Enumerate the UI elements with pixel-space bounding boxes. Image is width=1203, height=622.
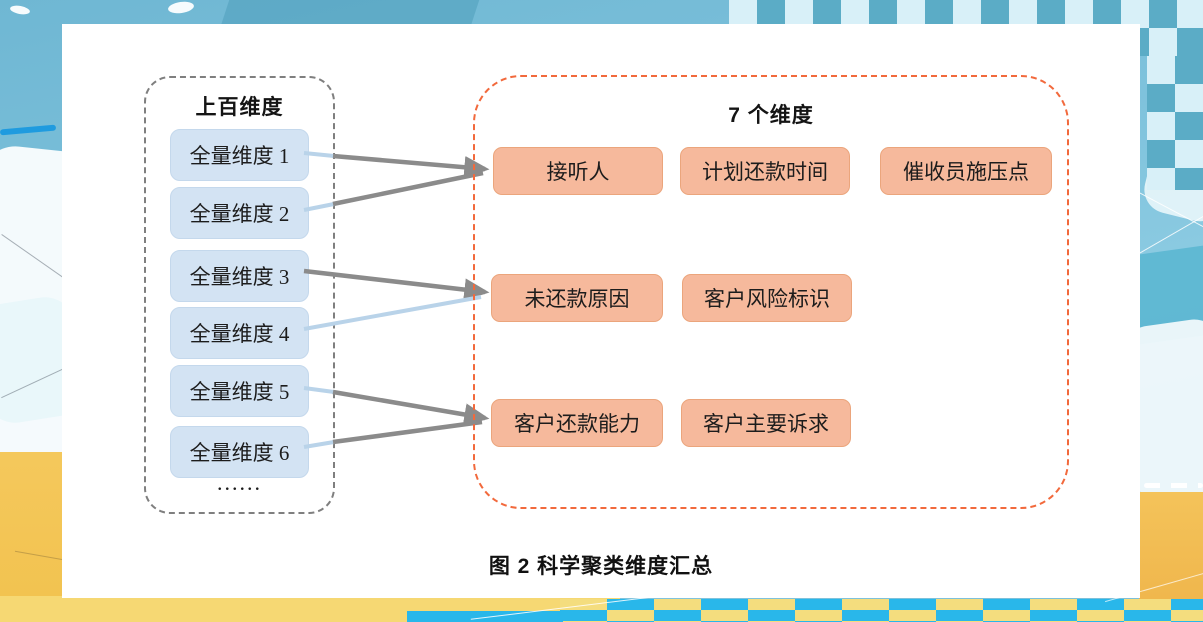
background-blue-dash bbox=[0, 124, 57, 136]
background-blue-bar bbox=[407, 611, 563, 622]
dimension-item-4: 全量维度 4 bbox=[170, 307, 309, 359]
dimension-card-repayment-ability: 客户还款能力 bbox=[491, 399, 663, 447]
right-group-title: 7 个维度 bbox=[728, 104, 814, 127]
figure-caption: 图 2 科学聚类维度汇总 bbox=[488, 555, 714, 578]
left-group-title: 上百维度 bbox=[195, 96, 284, 119]
dimension-item-2: 全量维度 2 bbox=[170, 187, 309, 239]
background-white-dashes bbox=[1144, 483, 1203, 488]
dimension-card-collector-pressure-point: 催收员施压点 bbox=[880, 147, 1052, 195]
dimension-card-customer-risk-flag: 客户风险标识 bbox=[682, 274, 852, 322]
connector-line-2 bbox=[332, 170, 484, 207]
background-yellow-patch bbox=[1139, 492, 1203, 622]
checkerboard-right-strip bbox=[1147, 56, 1203, 190]
checkerboard-bottom-strip bbox=[560, 599, 1203, 622]
right-dimension-group: 7 个维度 接听人 计划还款时间 催收员施压点 未还款原因 客户风险标识 客户还… bbox=[473, 75, 1069, 509]
connector-line-6 bbox=[332, 419, 483, 445]
more-dimensions-ellipsis: ...... bbox=[217, 470, 262, 495]
dimension-item-1: 全量维度 1 bbox=[170, 129, 309, 181]
background-white-stroke bbox=[1139, 119, 1203, 227]
dimension-item-3: 全量维度 3 bbox=[170, 250, 309, 302]
dimension-card-answerer: 接听人 bbox=[493, 147, 663, 195]
connector-line-5 bbox=[332, 389, 490, 426]
background-paint-blob bbox=[9, 4, 31, 16]
background-yellow-strip bbox=[0, 596, 620, 622]
dimension-item-6: 全量维度 6 bbox=[170, 426, 309, 478]
background-crack-line bbox=[1, 234, 71, 283]
connector-line-1 bbox=[332, 153, 490, 179]
background-yellow-patch bbox=[0, 452, 63, 622]
dimension-card-nonrepayment-reason: 未还款原因 bbox=[491, 274, 663, 322]
background-teal-patch bbox=[220, 0, 480, 26]
dimension-card-customer-main-demand: 客户主要诉求 bbox=[681, 399, 851, 447]
background-paint-blob bbox=[167, 0, 195, 15]
background-teal-patch bbox=[1140, 245, 1203, 345]
left-dimension-group: 上百维度 全量维度 1 全量维度 2 全量维度 3 全量维度 4 全量维度 5 … bbox=[144, 76, 335, 514]
dimension-card-planned-repayment-time: 计划还款时间 bbox=[680, 147, 850, 195]
dimension-item-5: 全量维度 5 bbox=[170, 365, 309, 417]
background-crack-line bbox=[1, 366, 67, 399]
figure-card: 上百维度 全量维度 1 全量维度 2 全量维度 3 全量维度 4 全量维度 5 … bbox=[62, 24, 1140, 598]
